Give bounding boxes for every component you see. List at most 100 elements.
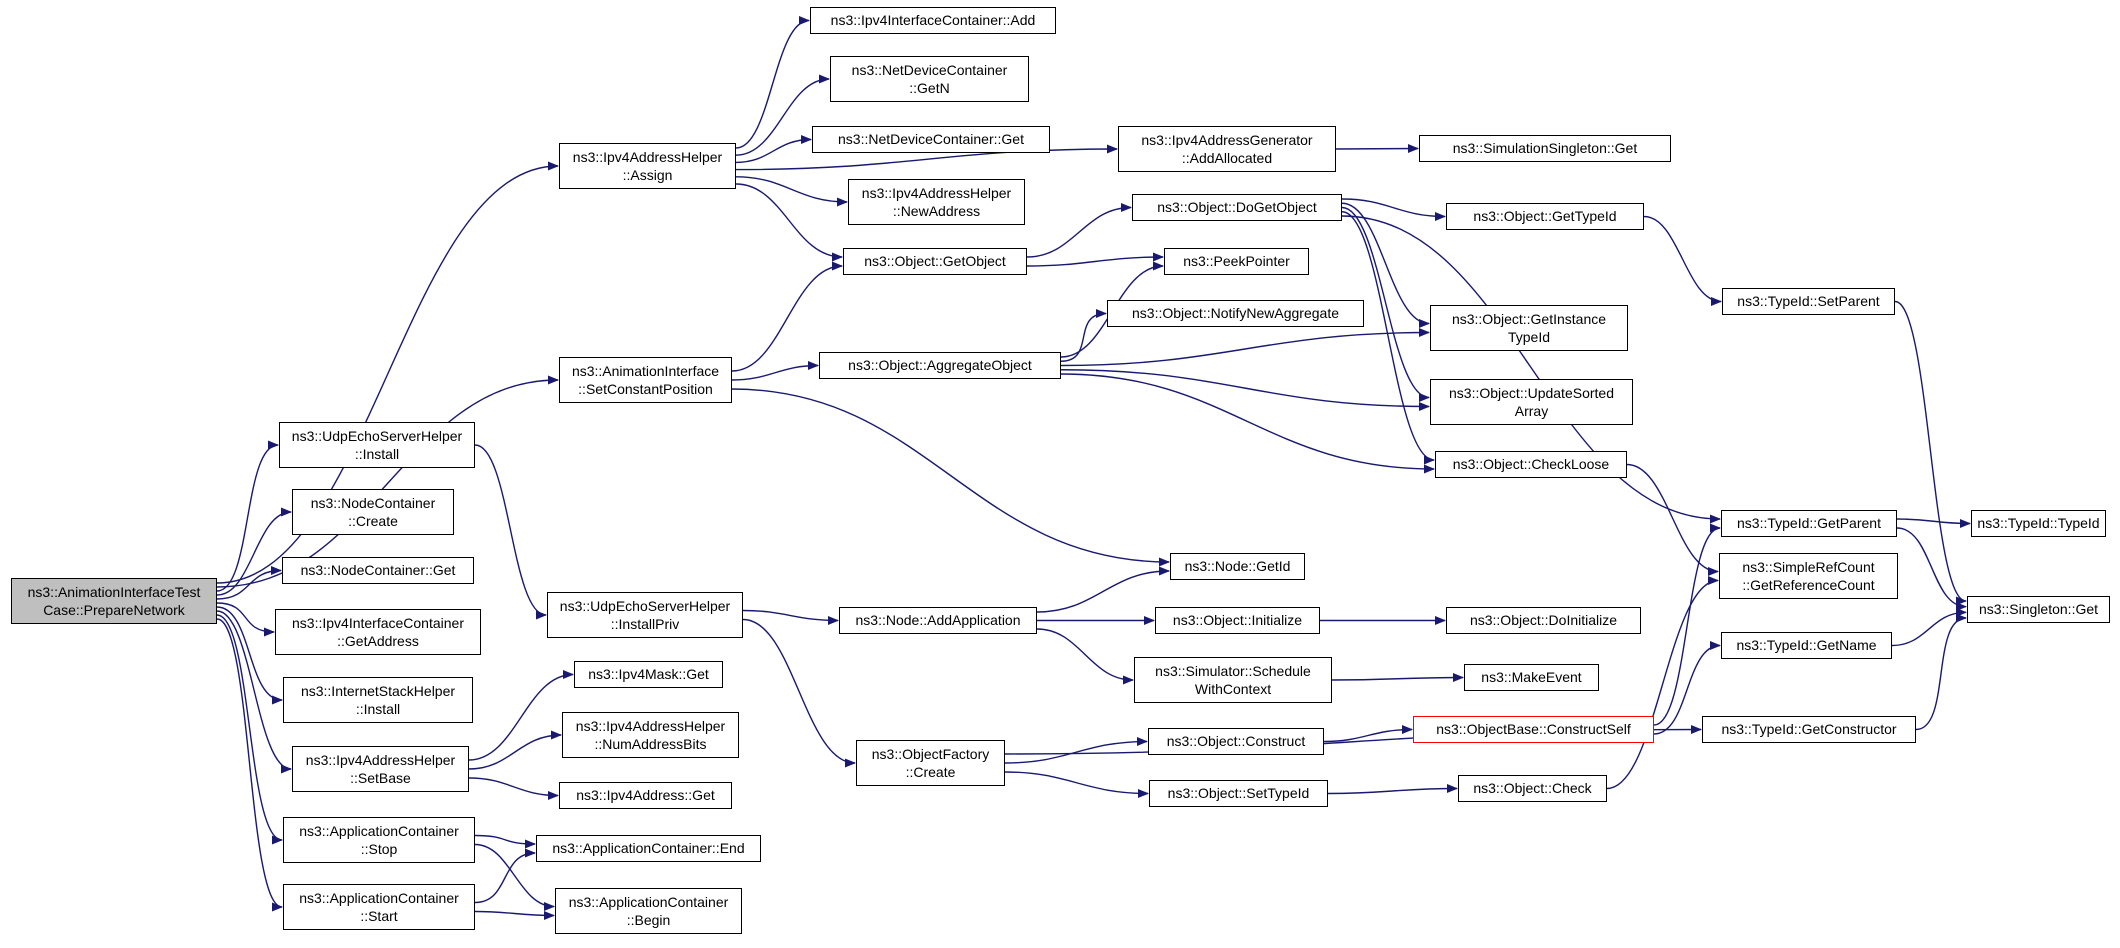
edge-add-application-to-schedule-with-context — [1036, 628, 1134, 685]
node-label: ns3::Object::GetInstance — [1451, 310, 1607, 327]
node-label: ::Begin — [626, 912, 671, 928]
node-make-event[interactable]: ns3::MakeEvent — [1464, 664, 1599, 691]
edge-get-object-to-peek-pointer — [1026, 252, 1164, 267]
edge-set-constant-position-to-aggregate-object — [731, 361, 819, 381]
node-label: ::GetN — [909, 80, 950, 96]
node-udp-install[interactable]: ns3::UdpEchoServerHelper::Install — [279, 422, 475, 468]
node-label: ::GetAddress — [337, 633, 419, 649]
node-object-check[interactable]: ns3::Object::Check — [1458, 775, 1607, 802]
edge-check-loose-to-get-reference-count — [1626, 463, 1719, 576]
node-get-object[interactable]: ns3::Object::GetObject — [843, 248, 1027, 275]
node-do-initialize[interactable]: ns3::Object::DoInitialize — [1446, 607, 1641, 634]
edge-set-constant-position-to-node-get-id — [731, 388, 1170, 567]
node-label: ns3::TypeId::SetParent — [1737, 293, 1880, 310]
node-get-address[interactable]: ns3::Ipv4InterfaceContainer::GetAddress — [275, 609, 481, 655]
node-label: ::SetConstantPosition — [578, 381, 713, 397]
node-label: ns3::Object::Construct — [1166, 733, 1306, 750]
node-new-address[interactable]: ns3::Ipv4AddressHelper::NewAddress — [848, 179, 1025, 225]
node-typeid-get-constructor[interactable]: ns3::TypeId::GetConstructor — [1702, 716, 1916, 743]
node-ipv4address-get[interactable]: ns3::Ipv4Address::Get — [559, 782, 732, 809]
node-singleton-get[interactable]: ns3::Singleton::Get — [1967, 596, 2110, 623]
node-label: ::Install — [354, 446, 400, 462]
node-simulation-singleton-get[interactable]: ns3::SimulationSingleton::Get — [1419, 135, 1671, 162]
node-object-set-typeid[interactable]: ns3::Object::SetTypeId — [1149, 780, 1328, 807]
node-num-address-bits[interactable]: ns3::Ipv4AddressHelper::NumAddressBits — [562, 712, 739, 758]
node-label: ns3::TypeId::GetConstructor — [1721, 721, 1897, 738]
node-object-get-typeid[interactable]: ns3::Object::GetTypeId — [1446, 203, 1644, 230]
node-do-get-object[interactable]: ns3::Object::DoGetObject — [1132, 194, 1342, 221]
node-app-start[interactable]: ns3::ApplicationContainer::Start — [283, 884, 475, 930]
node-app-stop[interactable]: ns3::ApplicationContainer::Stop — [283, 817, 475, 863]
node-label: ns3::Object::GetObject — [864, 253, 1006, 270]
edge-aggregate-object-to-update-sorted-array — [1060, 369, 1430, 411]
node-factory-create[interactable]: ns3::ObjectFactory::Create — [856, 740, 1005, 786]
node-label: ns3::AnimationInterfaceTest — [27, 583, 201, 600]
node-label: ns3::Object::CheckLoose — [1452, 456, 1610, 473]
node-label: ns3::Object::Check — [1473, 780, 1592, 797]
edge-factory-create-to-object-set-typeid — [1004, 771, 1149, 798]
node-peek-pointer[interactable]: ns3::PeekPointer — [1164, 248, 1309, 275]
node-node-container-create[interactable]: ns3::NodeContainer::Create — [292, 489, 454, 535]
node-typeid-typeid[interactable]: ns3::TypeId::TypeId — [1971, 510, 2106, 537]
node-label: ns3::Ipv4AddressHelper — [572, 148, 723, 165]
node-get-reference-count[interactable]: ns3::SimpleRefCount::GetReferenceCount — [1719, 553, 1898, 599]
node-check-loose[interactable]: ns3::Object::CheckLoose — [1435, 451, 1627, 478]
node-typeid-get-parent[interactable]: ns3::TypeId::GetParent — [1721, 510, 1897, 537]
node-notify-new-aggregate[interactable]: ns3::Object::NotifyNewAggregate — [1107, 300, 1364, 327]
node-label: ns3::NodeContainer — [310, 494, 436, 511]
node-netdev-get[interactable]: ns3::NetDeviceContainer::Get — [812, 126, 1050, 153]
edge-aggregate-object-to-notify-new-aggregate — [1060, 309, 1107, 362]
node-label: ::SetBase — [350, 770, 411, 786]
node-typeid-set-parent[interactable]: ns3::TypeId::SetParent — [1722, 288, 1895, 315]
edge-do-get-object-to-get-instance-typeid — [1341, 202, 1430, 328]
edge-assign-to-get-object — [735, 183, 843, 262]
node-label: ns3::PeekPointer — [1183, 253, 1290, 270]
node-add-application[interactable]: ns3::Node::AddApplication — [839, 607, 1037, 634]
node-label: ns3::Ipv4InterfaceContainer::Add — [830, 12, 1036, 29]
edge-prepare-network-to-node-container-create — [216, 507, 292, 596]
edge-prepare-network-to-internet-install — [216, 606, 283, 705]
node-label: ns3::SimpleRefCount — [1742, 558, 1875, 575]
edge-prepare-network-to-app-stop — [216, 614, 283, 845]
node-set-constant-position[interactable]: ns3::AnimationInterface::SetConstantPosi… — [559, 357, 732, 403]
node-node-container-get[interactable]: ns3::NodeContainer::Get — [282, 557, 474, 584]
node-typeid-get-name[interactable]: ns3::TypeId::GetName — [1721, 632, 1892, 659]
node-label: ns3::Object::NotifyNewAggregate — [1132, 305, 1339, 322]
node-label: ns3::Object::Initialize — [1172, 612, 1303, 629]
edge-set-base-to-ipv4mask-get — [468, 670, 574, 761]
node-set-base[interactable]: ns3::Ipv4AddressHelper::SetBase — [292, 746, 469, 792]
node-install-priv[interactable]: ns3::UdpEchoServerHelper::InstallPriv — [547, 592, 743, 638]
node-internet-install[interactable]: ns3::InternetStackHelper::Install — [283, 677, 473, 723]
edge-do-get-object-to-object-get-typeid — [1341, 198, 1446, 221]
node-label: ns3::Object::AggregateObject — [848, 357, 1032, 374]
node-app-end[interactable]: ns3::ApplicationContainer::End — [536, 835, 761, 862]
node-label: ::Assign — [622, 167, 673, 183]
edge-udp-install-to-install-priv — [474, 444, 547, 620]
node-label: ns3::TypeId::GetName — [1736, 637, 1877, 654]
node-assign[interactable]: ns3::Ipv4AddressHelper::Assign — [559, 143, 736, 189]
node-netdev-getn[interactable]: ns3::NetDeviceContainer::GetN — [830, 56, 1029, 102]
node-app-begin[interactable]: ns3::ApplicationContainer::Begin — [555, 888, 742, 934]
node-label: ns3::ObjectFactory — [871, 745, 990, 762]
node-label: ns3::Node::AddApplication — [855, 612, 1021, 629]
edge-assign-to-new-address — [735, 176, 848, 207]
edge-object-set-typeid-to-object-check — [1327, 784, 1458, 795]
node-ipv4-interface-add[interactable]: ns3::Ipv4InterfaceContainer::Add — [810, 7, 1056, 34]
node-label: ns3::Object::DoGetObject — [1157, 199, 1317, 216]
edge-install-priv-to-factory-create — [742, 618, 856, 768]
node-aggregate-object[interactable]: ns3::Object::AggregateObject — [819, 352, 1061, 379]
node-node-get-id[interactable]: ns3::Node::GetId — [1170, 553, 1305, 580]
node-ipv4mask-get[interactable]: ns3::Ipv4Mask::Get — [574, 661, 723, 688]
node-label: ns3::AnimationInterface — [571, 362, 720, 379]
node-label: ns3::NetDeviceContainer — [851, 61, 1008, 78]
node-label: ns3::ObjectBase::ConstructSelf — [1436, 721, 1631, 738]
node-object-initialize[interactable]: ns3::Object::Initialize — [1155, 607, 1320, 634]
node-add-allocated[interactable]: ns3::Ipv4AddressGenerator::AddAllocated — [1118, 126, 1336, 172]
edge-do-get-object-to-typeid-get-parent — [1341, 215, 1721, 524]
node-construct-self[interactable]: ns3::ObjectBase::ConstructSelf — [1413, 716, 1654, 743]
node-object-construct[interactable]: ns3::Object::Construct — [1148, 728, 1324, 755]
